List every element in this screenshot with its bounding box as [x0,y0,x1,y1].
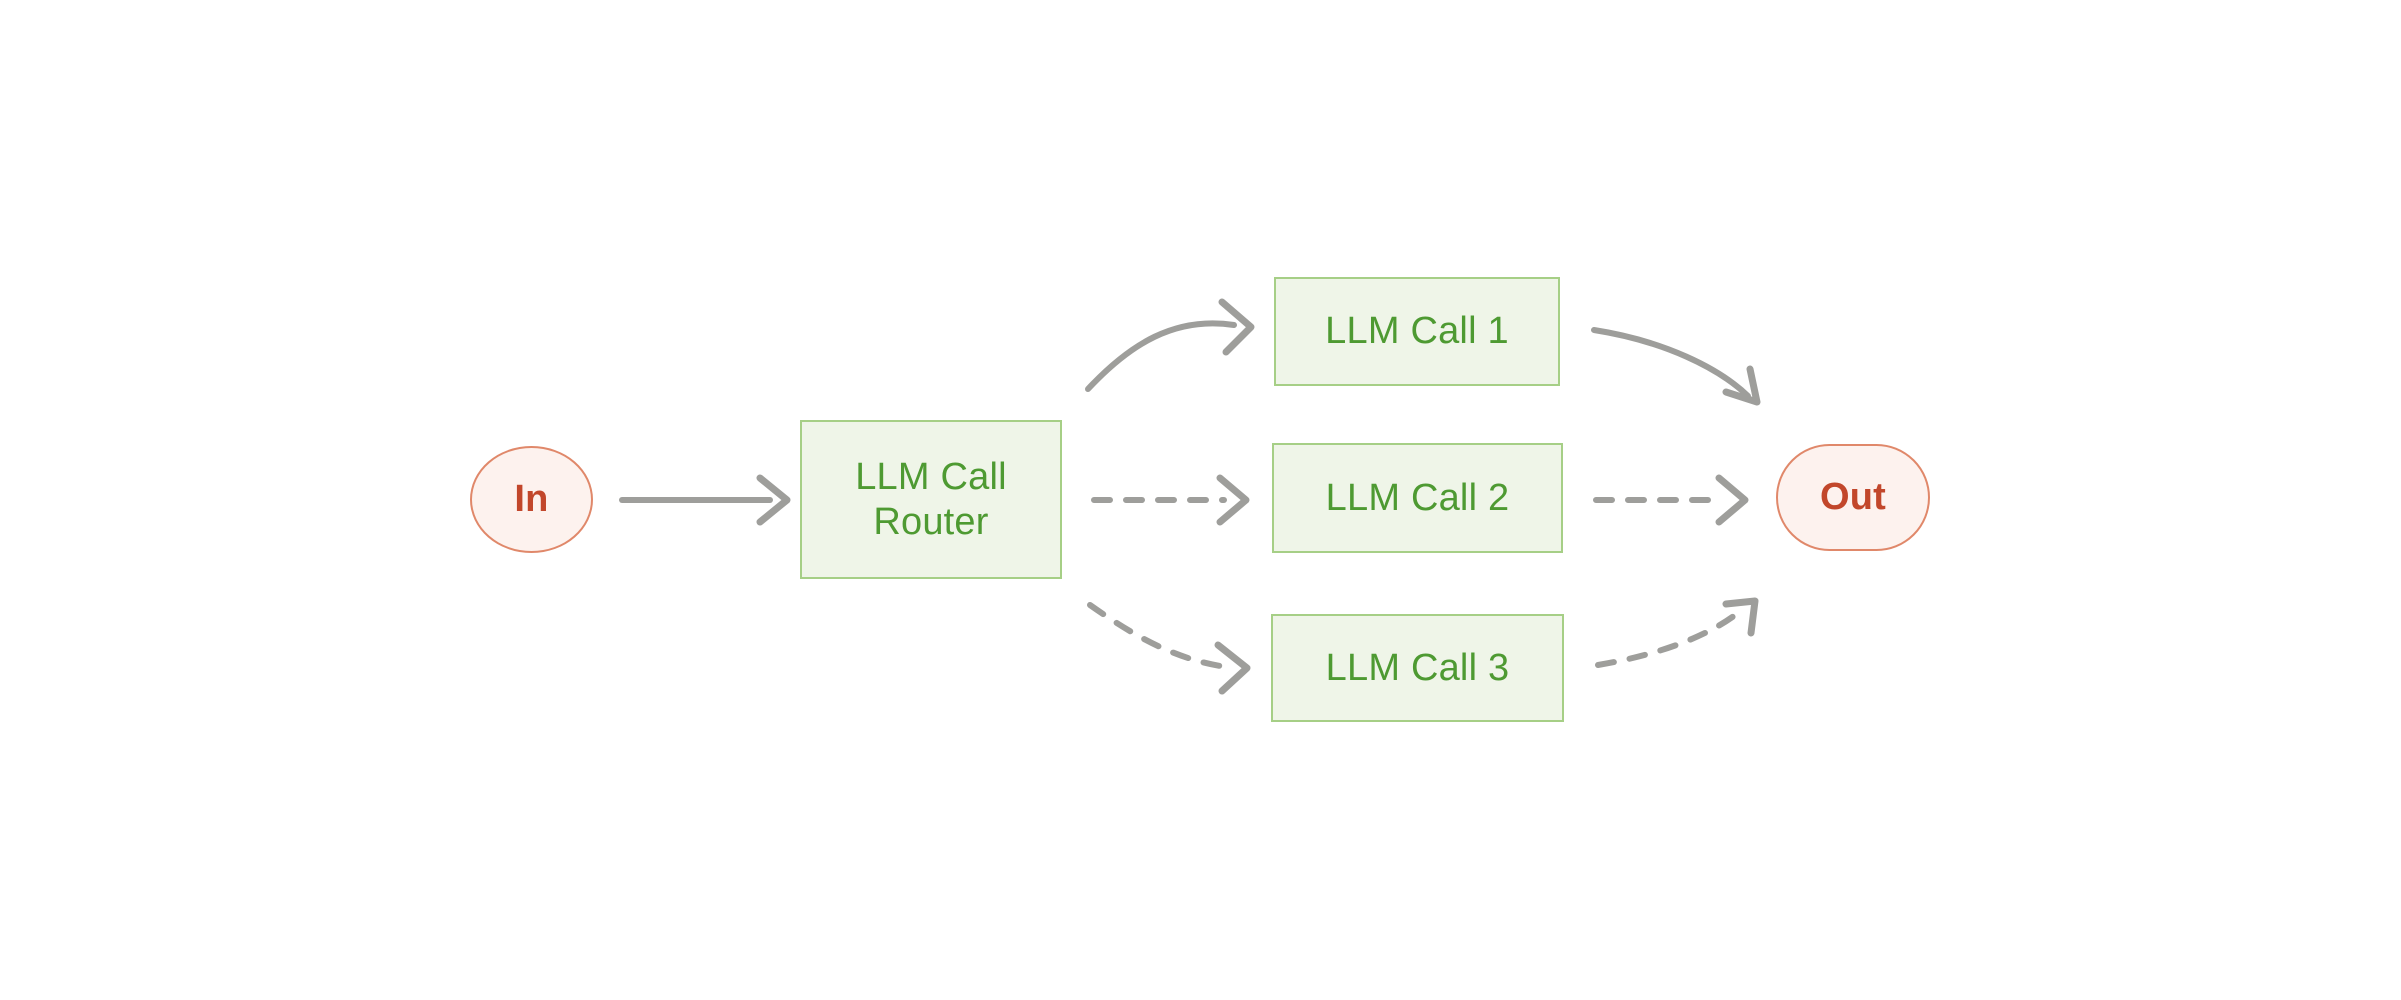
edge-router-call-3 [1087,602,1251,695]
edge-call-3-out [1595,597,1759,668]
edge-router-call-2 [1091,474,1250,526]
edge-call-2-out [1593,474,1749,526]
node-llm-call-1-label: LLM Call 1 [1325,310,1509,353]
node-llm-call-router[interactable]: LLM Call Router [800,420,1062,579]
edge-call-1-out [1591,327,1761,406]
node-in-label: In [514,478,549,521]
node-llm-call-2-label: LLM Call 2 [1325,476,1510,519]
node-out-label: Out [1819,476,1887,519]
edge-in-router [619,474,791,526]
node-llm-call-1[interactable]: LLM Call 1 [1274,277,1560,386]
node-llm-call-2[interactable]: LLM Call 2 [1272,443,1563,553]
node-llm-call-router-label: LLM Call Router [855,455,1007,543]
node-llm-call-3-label: LLM Call 3 [1325,646,1510,689]
node-llm-call-3[interactable]: LLM Call 3 [1271,614,1564,722]
node-out[interactable]: Out [1776,444,1930,551]
edge-router-call-1 [1085,298,1255,392]
node-in[interactable]: In [470,446,593,553]
